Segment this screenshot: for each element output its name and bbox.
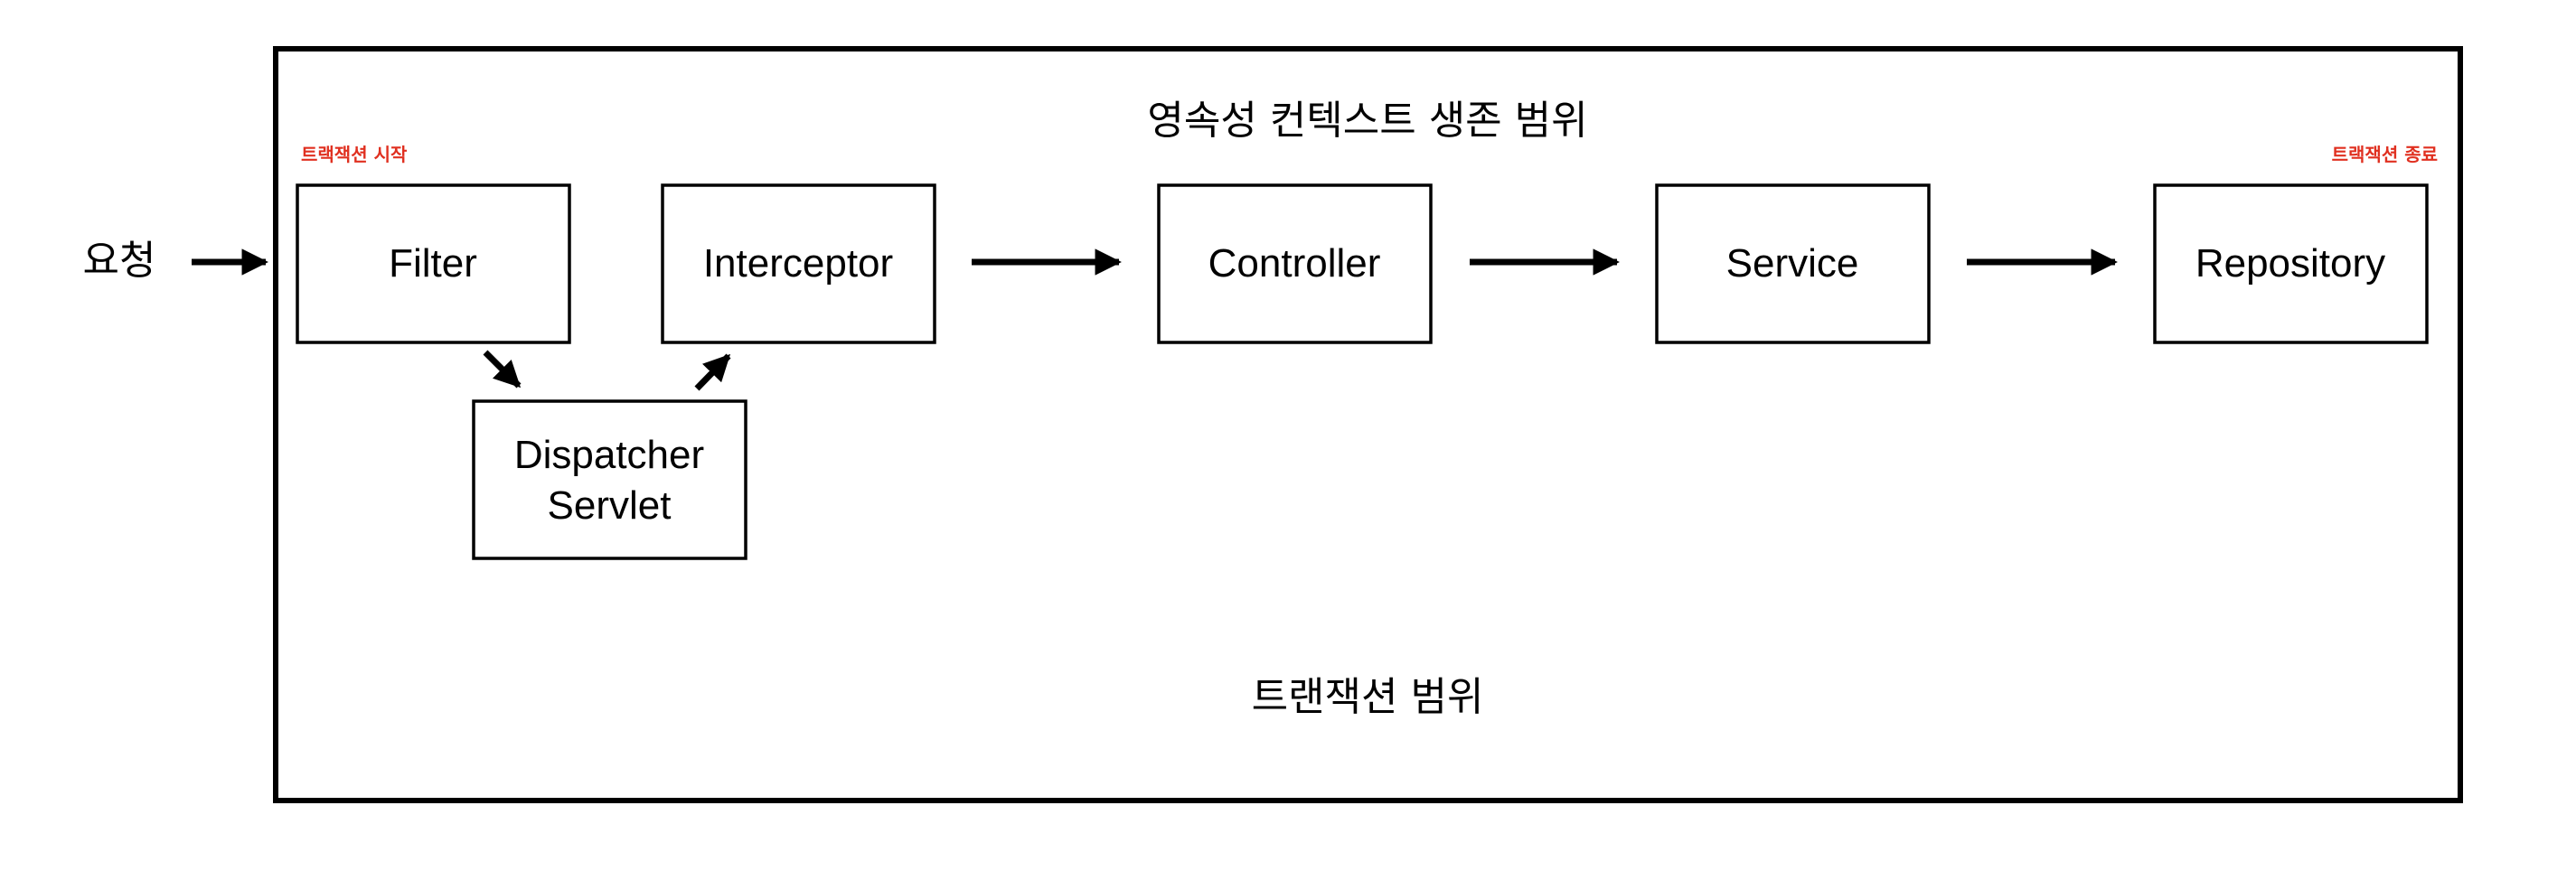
transaction-scope-frame (273, 46, 2463, 803)
service-node: Service (1655, 183, 1931, 344)
persistence-context-scope-label: 영속성 컨텍스트 생존 범위 (1147, 98, 1587, 144)
dispatcher-to-interceptor-arrow (694, 353, 731, 391)
dispatcher-label-line1: Dispatcher (514, 433, 704, 477)
repository-node: Repository (2153, 183, 2429, 344)
controller-label: Controller (1208, 241, 1381, 286)
transaction-scope-label: 트랜잭션 범위 (1252, 674, 1484, 720)
dispatcher-label-line2: Servlet (548, 483, 672, 528)
interceptor-node: Interceptor (661, 183, 936, 344)
transaction-end-note: 트랙잭션 종료 (2332, 144, 2438, 165)
transaction-start-note: 트랙잭션 시작 (301, 144, 408, 165)
filter-to-dispatcher-arrow (483, 350, 522, 389)
service-label: Service (1726, 241, 1859, 286)
controller-node: Controller (1157, 183, 1433, 344)
request-label: 요청 (83, 238, 156, 284)
filter-label: Filter (389, 241, 477, 286)
dispatcher-servlet-node: Dispatcher Servlet (472, 399, 747, 560)
interceptor-label: Interceptor (703, 241, 893, 286)
repository-label: Repository (2195, 241, 2385, 286)
filter-node: Filter (296, 183, 571, 344)
